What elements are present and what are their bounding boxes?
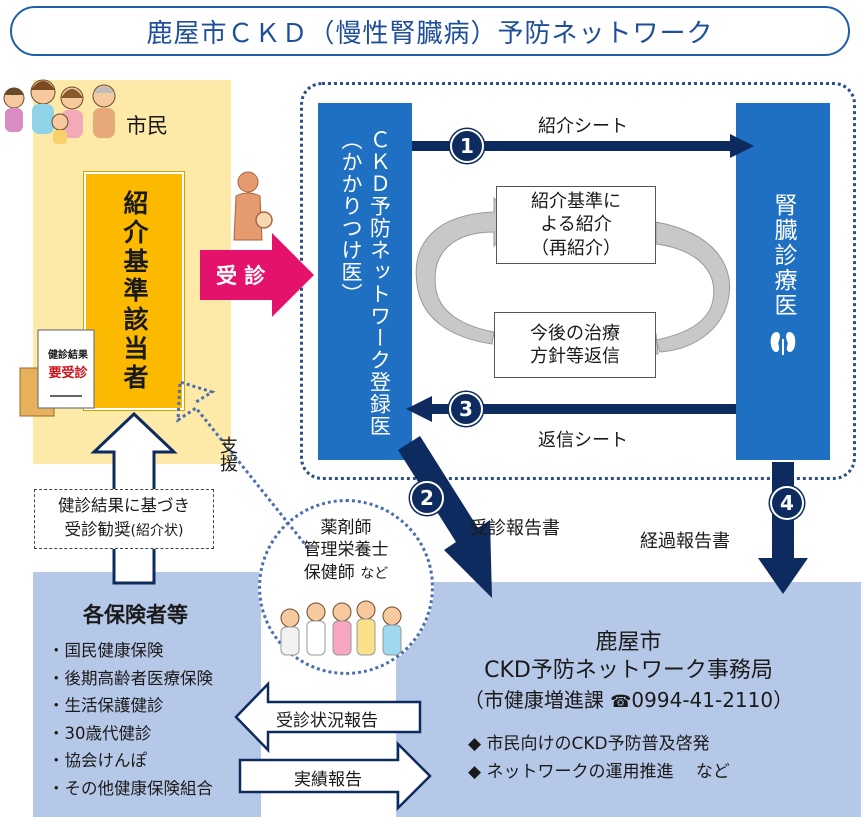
future-treatment-line2: 方針等返信 [530, 346, 620, 367]
office-contact: （市健康増進課 ☎0994-41-2110） [396, 684, 861, 713]
step-1-label: 紹介シート [538, 116, 628, 137]
office-activities: ◆ 市民向けのCKD予防普及啓発 ◆ ネットワークの運用推進 など [468, 730, 730, 786]
cycle-arrow-left [415, 196, 515, 345]
office-name: CKD予防ネットワーク事務局 [484, 658, 773, 683]
office-department: （市健康増進課 [463, 688, 604, 712]
support-role-suffix: など [360, 565, 389, 582]
page-title: 鹿屋市ＣＫＤ（慢性腎臓病）予防ネットワーク [10, 6, 850, 56]
health-staff-icon [280, 600, 402, 656]
referral-criteria-box: 紹介基準に よる紹介 （再紹介） [496, 186, 656, 264]
visit-label: 受 診 [216, 264, 266, 288]
step-3-label: 返信シート [538, 430, 628, 451]
insurer-item: 生活保護健診 [48, 692, 213, 720]
status-report-arrow [234, 680, 422, 754]
recommendation-box: 健診結果に基づき 受診勧奨(紹介状) [34, 489, 214, 549]
step-1-number: 1 [450, 129, 484, 163]
step-4-number: 4 [770, 486, 804, 520]
office-contact-close: ） [773, 688, 794, 712]
kidney-icon [770, 332, 796, 355]
phone-icon: ☎ [610, 692, 632, 712]
office-city: 鹿屋市 [595, 630, 662, 655]
future-treatment-line1: 今後の治療 [530, 322, 620, 344]
title-text: 鹿屋市ＣＫＤ（慢性腎臓病）予防ネットワーク [146, 18, 714, 49]
insurer-item: その他健康保険組合 [48, 775, 214, 803]
registered-doctor-box: ＣＫＤ予防ネットワーク登録医（かかりつけ医） [318, 103, 412, 460]
status-report-label: 受診状況報告 [276, 711, 378, 731]
referral-target-label: 紹介基準該当者 [120, 189, 149, 393]
results-report-arrow [238, 740, 432, 812]
registered-doctor-label: ＣＫＤ予防ネットワーク登録医（かかりつけ医） [339, 129, 392, 437]
referral-criteria-line3: （再紹介） [531, 237, 621, 259]
citizens-label: 市民 [126, 114, 168, 138]
recommendation-line1: 健診結果に基づき [58, 496, 190, 515]
family-icon [3, 79, 116, 144]
support-roles: 薬剤師 管理栄養士 保健師 など [258, 517, 434, 584]
insurers-list: 国民健康保険 後期高齢者医療保険 生活保護健診 30歳代健診 協会けんぽ その他… [48, 637, 214, 803]
insurer-item: 後期高齢者医療保険 [48, 665, 214, 693]
health-check-document-icon [19, 329, 95, 417]
future-treatment-box: 今後の治療 方針等返信 [494, 312, 656, 378]
insurers-title: 各保険者等 [83, 603, 188, 627]
kidney-doctor-label: 腎臓診療医 [770, 193, 796, 318]
step-2-number: 2 [410, 481, 444, 515]
patient-icon [233, 171, 273, 241]
recommendation-line2: 受診勧奨 [64, 519, 131, 539]
step-2-label: 受診報告書 [470, 518, 560, 539]
arrow-2 [398, 436, 492, 598]
arrow-1 [412, 134, 754, 158]
document-status: 要受診 [48, 366, 88, 381]
support-role-pharmacist: 薬剤師 [320, 518, 372, 538]
referral-criteria-line2: よる紹介 [540, 214, 612, 236]
insurer-item: 国民健康保険 [48, 637, 213, 665]
kidney-doctor-box: 腎臓診療医 [736, 103, 830, 460]
arrow-4 [758, 462, 808, 594]
referral-criteria-line1: 紹介基準に [531, 190, 621, 212]
office-phone: 0994-41-2110 [631, 688, 774, 712]
referral-target-box: 紹介基準該当者 [84, 172, 184, 410]
support-role-dietitian: 管理栄養士 [303, 540, 389, 561]
support-label: 支援 [217, 436, 238, 472]
arrow-3 [406, 396, 736, 422]
recommendation-note: (紹介状) [130, 522, 184, 539]
insurer-item: 協会けんぽ [48, 747, 213, 775]
office-activity: ◆ ネットワークの運用推進 など [468, 762, 730, 782]
step-3-number: 3 [449, 392, 483, 426]
visit-arrow [200, 233, 314, 317]
office-panel [396, 582, 861, 817]
insurer-item: 30歳代健診 [48, 720, 213, 748]
office-activity: ◆ 市民向けのCKD予防普及啓発 [468, 734, 710, 754]
step-4-label: 経過報告書 [640, 531, 730, 552]
support-role-nurse: 保健師 [303, 562, 355, 583]
results-report-label: 実績報告 [294, 770, 362, 790]
document-title: 健診結果 [48, 350, 88, 361]
